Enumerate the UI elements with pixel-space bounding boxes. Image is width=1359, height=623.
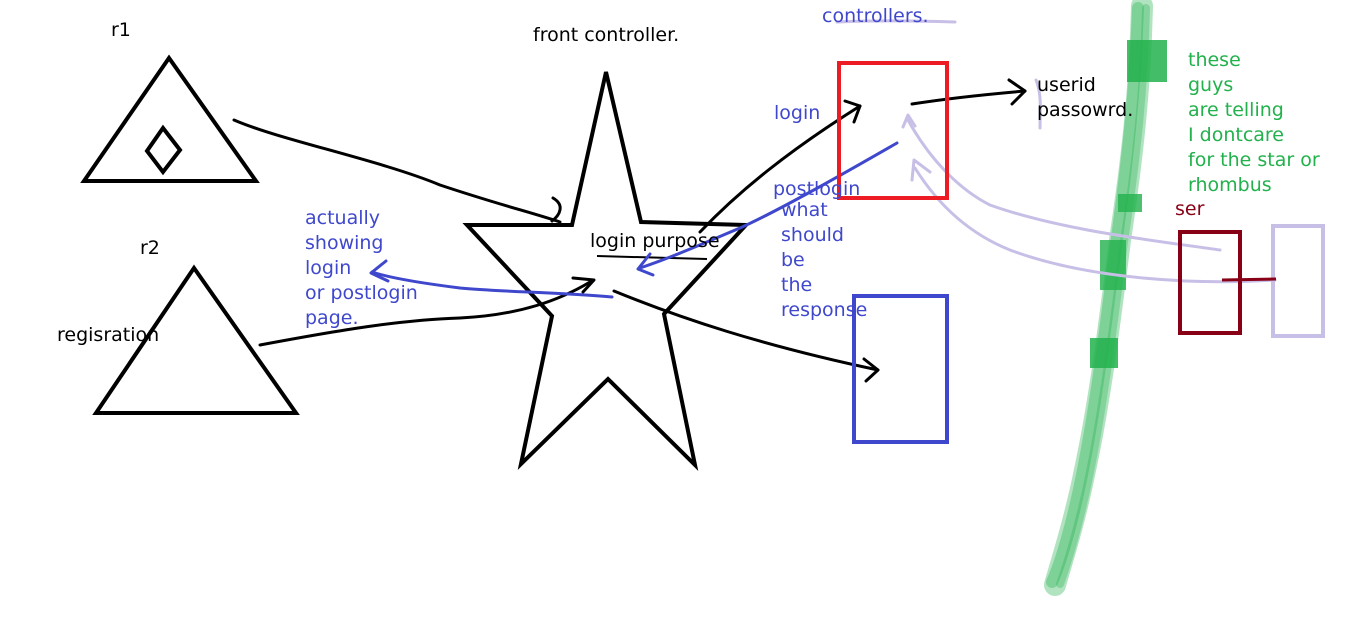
black-arrows [234, 80, 1025, 381]
label-these-guys: these guys are telling I dontcare for th… [1188, 49, 1320, 196]
triangle-r1 [84, 58, 256, 181]
postlogin-controller-box [854, 296, 947, 442]
label-controllers: controllers. [822, 5, 929, 27]
label-userid: userid [1037, 74, 1096, 96]
label-ser: ser [1175, 198, 1205, 220]
label-what-should: what should be the response [781, 199, 868, 321]
ser-box [1180, 232, 1240, 333]
rhombus [147, 128, 180, 172]
label-postlogin: postlogin [773, 178, 861, 200]
label-registration: regisration [57, 324, 160, 346]
green-wall [1052, 6, 1167, 585]
lavender-box [1273, 226, 1323, 336]
label-r2: r2 [140, 237, 160, 259]
login-purpose-underline [597, 256, 707, 259]
triangle-r2 [96, 268, 296, 413]
label-r1: r1 [111, 19, 131, 41]
ser-connector [1222, 279, 1276, 280]
star-front-controller [467, 72, 746, 465]
lavender-arrows [837, 21, 1275, 282]
label-password: passowrd. [1037, 99, 1134, 121]
label-login-purpose: login purpose [590, 230, 720, 252]
blue-arrows [371, 143, 897, 297]
login-controller-box [839, 63, 947, 198]
label-front-controller: front controller. [533, 24, 680, 46]
label-login: login [774, 102, 821, 124]
label-actually-showing: actually showing login or postlogin page… [305, 207, 418, 329]
